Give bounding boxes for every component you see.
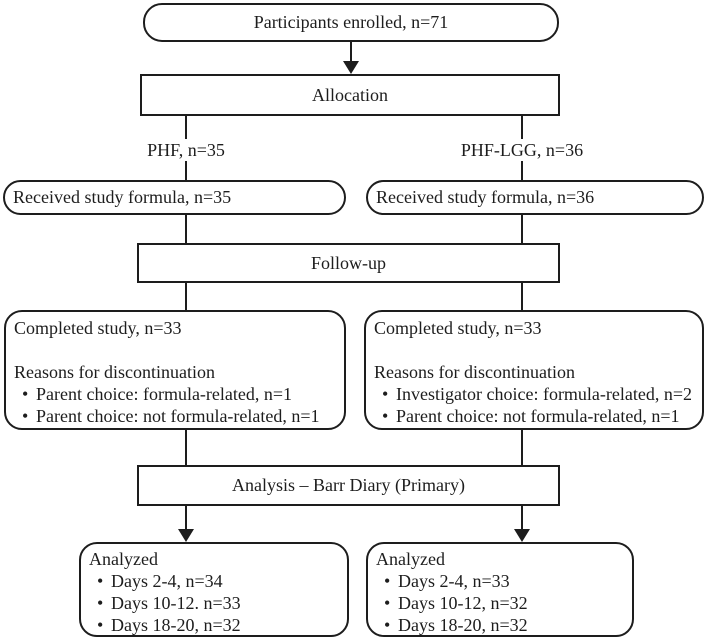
allocation-text: Allocation (312, 84, 388, 105)
bullet-icon: • (97, 571, 104, 591)
completed-left-reasons-heading: Reasons for discontinuation (14, 362, 215, 382)
list-item: • Parent choice: not formula-related, n=… (14, 405, 340, 427)
completed-right-box: Completed study, n=33 Reasons for discon… (364, 310, 704, 430)
bullet-icon: • (22, 406, 29, 426)
enrolled-box: Participants enrolled, n=71 (143, 3, 559, 42)
received-left-box: Received study formula, n=35 (3, 180, 346, 215)
analysis-box: Analysis – Barr Diary (Primary) (137, 465, 560, 506)
enrolled-text: Participants enrolled, n=71 (253, 12, 449, 32)
list-item: • Days 18-20, n=32 (89, 614, 343, 636)
arm-label-phf-lgg: PHF-LGG, n=36 (442, 139, 602, 161)
received-right-box: Received study formula, n=36 (366, 180, 704, 215)
arrowhead-analyzed-left (178, 529, 194, 542)
analyzed-left-box: Analyzed • Days 2-4, n=34 • Days 10-12. … (79, 542, 349, 637)
connector-analysis-analyzed-left (185, 506, 187, 530)
completed-right-reason-2: Parent choice: not formula-related, n=1 (396, 406, 680, 426)
connector-received-followup-right (521, 215, 523, 243)
completed-right-reasons-heading: Reasons for discontinuation (374, 362, 575, 382)
analyzed-left-item-3: Days 18-20, n=32 (111, 615, 241, 635)
connector-received-followup-left (185, 215, 187, 243)
blank-line (374, 339, 698, 361)
completed-left-reason-2: Parent choice: not formula-related, n=1 (36, 406, 320, 426)
allocation-box: Allocation (140, 74, 560, 116)
analyzed-left-title: Analyzed (89, 549, 158, 569)
connector-followup-completed-right (521, 283, 523, 310)
completed-left-title: Completed study, n=33 (14, 318, 182, 338)
list-item: • Days 2-4, n=34 (89, 570, 343, 592)
analyzed-left-item-2: Days 10-12. n=33 (111, 593, 241, 613)
completed-right-title: Completed study, n=33 (374, 318, 542, 338)
analyzed-right-item-2: Days 10-12, n=32 (398, 593, 528, 613)
arm-label-phf: PHF, n=35 (106, 139, 266, 161)
analyzed-right-title: Analyzed (376, 549, 445, 569)
analysis-text: Analysis – Barr Diary (Primary) (232, 475, 465, 495)
completed-left-reason-1: Parent choice: formula-related, n=1 (36, 384, 293, 404)
connector-arm-received-right (521, 161, 523, 180)
connector-allocation-arm-left (185, 116, 187, 139)
connector-analysis-analyzed-right (521, 506, 523, 530)
blank-line (14, 339, 340, 361)
arrowhead-analyzed-right (514, 529, 530, 542)
bullet-icon: • (384, 615, 391, 635)
bullet-icon: • (97, 593, 104, 613)
connector-followup-completed-left (185, 283, 187, 310)
followup-box: Follow-up (137, 243, 560, 283)
list-item: • Investigator choice: formula-related, … (374, 383, 698, 405)
list-item: • Days 10-12, n=32 (376, 592, 628, 614)
arrowhead-allocation (343, 61, 359, 74)
list-item: • Parent choice: not formula-related, n=… (374, 405, 698, 427)
received-right-text: Received study formula, n=36 (376, 187, 595, 207)
analyzed-right-box: Analyzed • Days 2-4, n=33 • Days 10-12, … (366, 542, 634, 637)
list-item: • Parent choice: formula-related, n=1 (14, 383, 340, 405)
received-left-text: Received study formula, n=35 (13, 187, 232, 207)
connector-completed-analysis-left (185, 430, 187, 465)
bullet-icon: • (384, 571, 391, 591)
bullet-icon: • (22, 384, 29, 404)
analyzed-right-item-1: Days 2-4, n=33 (398, 571, 510, 591)
bullet-icon: • (382, 406, 389, 426)
list-item: • Days 18-20, n=32 (376, 614, 628, 636)
list-item: • Days 10-12. n=33 (89, 592, 343, 614)
connector-completed-analysis-right (521, 430, 523, 465)
analyzed-left-item-1: Days 2-4, n=34 (111, 571, 223, 591)
completed-right-reason-1: Investigator choice: formula-related, n=… (396, 384, 693, 404)
analyzed-right-item-3: Days 18-20, n=32 (398, 615, 528, 635)
completed-left-box: Completed study, n=33 Reasons for discon… (4, 310, 346, 430)
bullet-icon: • (97, 615, 104, 635)
followup-text: Follow-up (310, 252, 386, 273)
list-item: • Days 2-4, n=33 (376, 570, 628, 592)
connector-arm-received-left (185, 161, 187, 180)
bullet-icon: • (384, 593, 391, 613)
connector-allocation-arm-right (521, 116, 523, 139)
bullet-icon: • (382, 384, 389, 404)
connector-enrolled-allocation (350, 42, 352, 63)
